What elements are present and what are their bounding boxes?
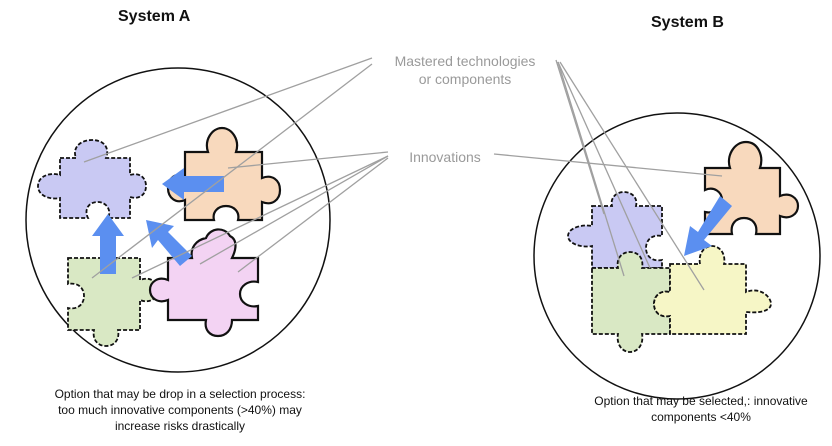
leader-mastered-a-blue [83, 57, 373, 163]
system-a-circle [25, 67, 331, 373]
system-a-blue-piece [37, 139, 147, 219]
system-a-arrow-left [162, 168, 224, 200]
leader-innov-a-green [131, 155, 389, 279]
innovations-label: Innovations [409, 149, 481, 165]
system-b-title: System B [651, 14, 724, 31]
system-a-caption: Option that may be drop in a selection p… [20, 386, 340, 434]
leader-innov-a-orange [227, 151, 389, 169]
leader-mastered-b-4 [559, 61, 705, 291]
system-b-circle [533, 112, 821, 400]
mastered-label: Mastered technologies or components [370, 52, 560, 88]
system-b-arrow [684, 196, 732, 256]
mastered-label-line-2: or components [418, 71, 512, 87]
mastered-label-line-1: Mastered technologies [394, 53, 536, 69]
leader-innov-b-orange [493, 153, 723, 177]
leader-innov-a-pink-2 [237, 157, 389, 273]
system-b-caption: Option that may be selected,: innovative… [572, 393, 830, 425]
system-a-caption-line-1: Option that may be drop in a selection p… [54, 387, 306, 401]
leader-mastered-b-1 [555, 59, 605, 215]
system-a-title: System A [118, 8, 191, 25]
system-a-caption-line-3: increase risks drastically [114, 419, 246, 433]
system-b-caption-line-2: components <40% [651, 410, 751, 424]
system-b-yellow-piece [653, 245, 772, 335]
system-a-orange-piece [166, 126, 282, 222]
leader-mastered-a-green [91, 63, 373, 279]
leader-mastered-b-2 [557, 61, 625, 277]
system-a-green-piece [67, 257, 159, 347]
leader-innov-a-pink-1 [199, 155, 389, 265]
system-a-pink-piece [148, 228, 260, 338]
system-b-blue-piece [567, 191, 663, 269]
system-b-caption-line-1: Option that may be selected,: innovative [594, 394, 808, 408]
system-a-caption-line-2: too much innovative components (>40%) ma… [58, 403, 302, 417]
